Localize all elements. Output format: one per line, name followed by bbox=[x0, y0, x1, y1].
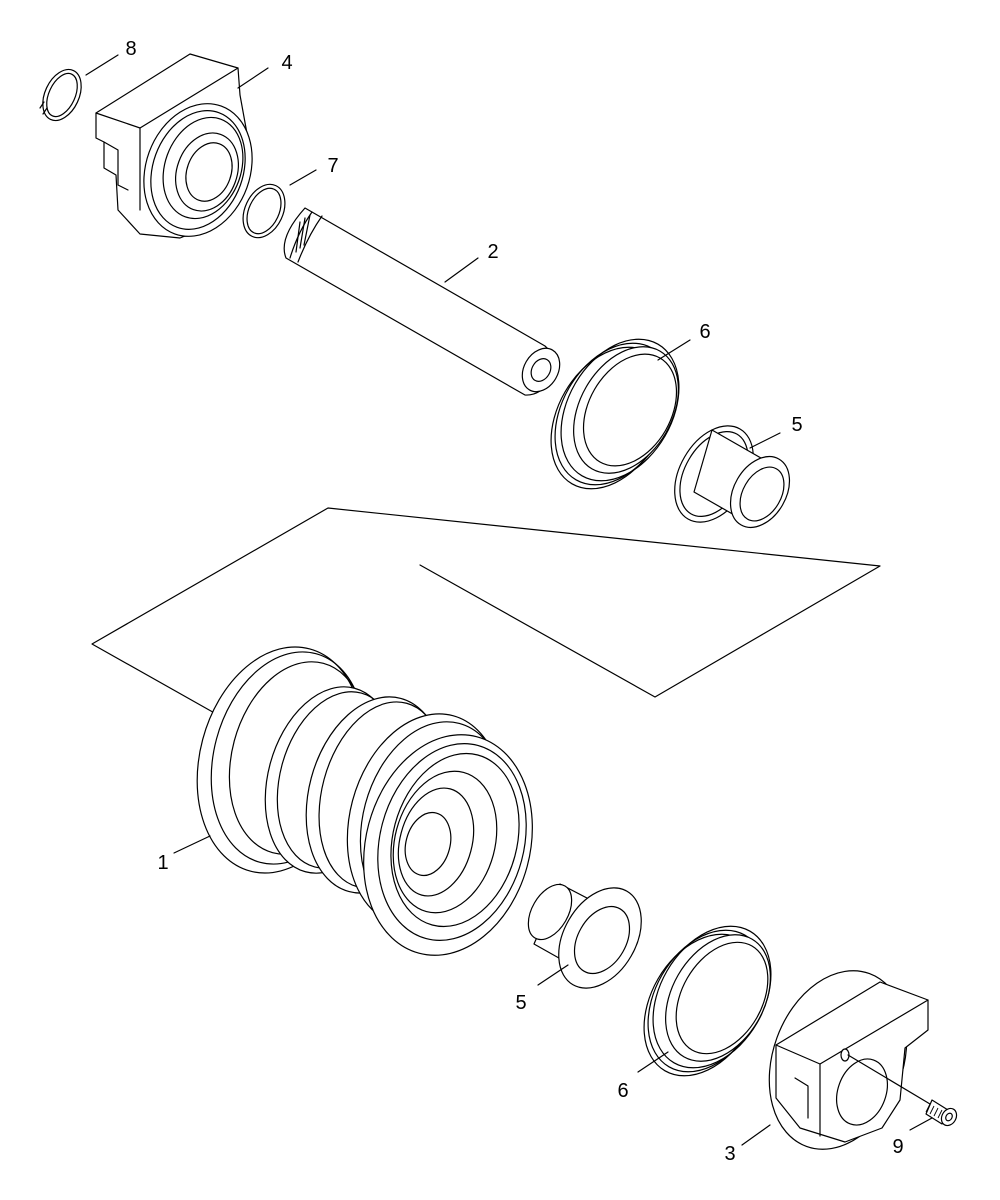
callout-6-bottom: 6 bbox=[617, 1080, 628, 1102]
part-3-bracket bbox=[768, 970, 929, 1150]
callout-7: 7 bbox=[327, 155, 338, 177]
callout-5-top: 5 bbox=[791, 414, 802, 436]
callout-labels: 1 2 3 4 5 5 6 6 7 8 9 bbox=[125, 38, 903, 1165]
part-6-top-seal bbox=[550, 338, 680, 490]
leader-lines bbox=[85, 54, 933, 1146]
callout-5-bottom: 5 bbox=[515, 992, 526, 1014]
callout-1: 1 bbox=[157, 852, 168, 874]
part-1-roller bbox=[196, 646, 533, 956]
part-9-plug bbox=[925, 1099, 958, 1127]
part-6-bottom-seal bbox=[643, 925, 772, 1077]
part-8-snap-ring bbox=[39, 68, 82, 122]
callout-4: 4 bbox=[281, 52, 292, 74]
callout-9: 9 bbox=[892, 1136, 903, 1158]
callout-2: 2 bbox=[487, 241, 498, 263]
part-5-top-bushing bbox=[674, 425, 791, 528]
part-7-o-ring bbox=[242, 183, 286, 239]
callout-3: 3 bbox=[724, 1143, 735, 1165]
part-5-bottom-bushing bbox=[527, 883, 642, 989]
callout-8: 8 bbox=[125, 38, 136, 60]
assembly-group-outline bbox=[91, 507, 881, 716]
callout-6-top: 6 bbox=[699, 321, 710, 343]
part-2-shaft bbox=[283, 207, 561, 396]
part-4-bracket bbox=[95, 53, 253, 239]
